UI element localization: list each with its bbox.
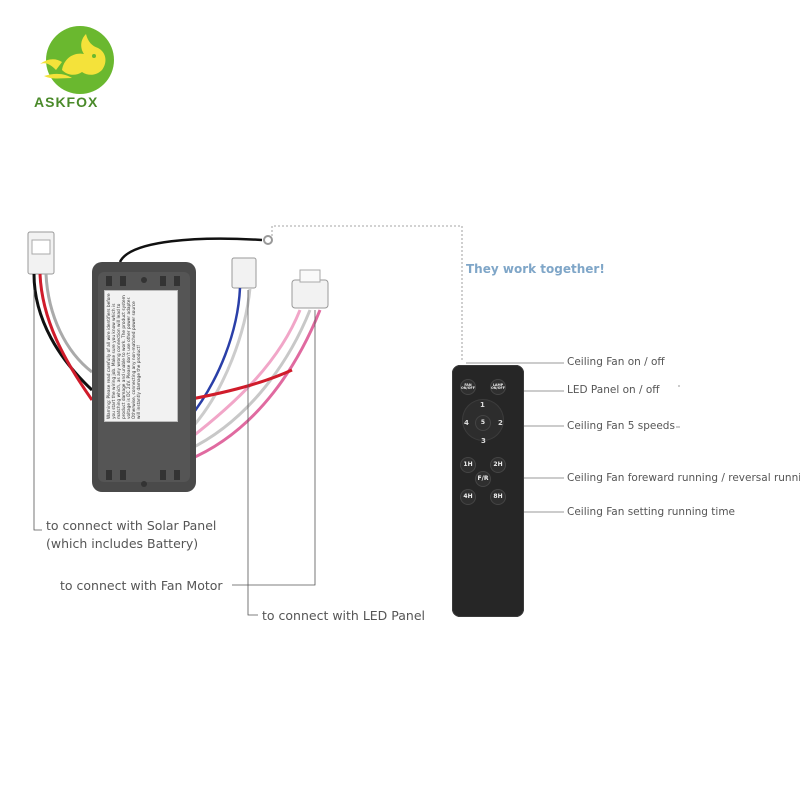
speed-1-button[interactable]: 1 <box>480 401 485 409</box>
remote-control: FAN ON/OFF LAMP ON/OFF 1 4 2 3 5 1H 2H F… <box>452 365 524 617</box>
fan-onoff-button[interactable]: FAN ON/OFF <box>460 379 476 395</box>
warning-text: Warning: Please read carefully of all wi… <box>107 293 142 419</box>
label-solar-panel-note: (which includes Battery) <box>46 536 199 551</box>
callout-forward-reverse: Ceiling Fan foreward running / reversal … <box>567 472 800 484</box>
speed-3-button[interactable]: 3 <box>481 437 486 445</box>
timer-2h-button[interactable]: 2H <box>490 457 506 473</box>
callout-speeds: Ceiling Fan 5 speeds <box>567 420 675 432</box>
headline: They work together! <box>466 262 605 276</box>
brand-logo <box>40 24 120 94</box>
callout-fan-onoff: Ceiling Fan on / off <box>567 356 665 368</box>
callout-led-onoff: LED Panel on / off <box>567 384 660 396</box>
warning-label: Warning: Please read carefully of all wi… <box>104 290 178 422</box>
speed-4-button[interactable]: 4 <box>464 419 469 427</box>
label-solar-panel: to connect with Solar Panel <box>46 518 217 533</box>
timer-4h-button[interactable]: 4H <box>460 489 476 505</box>
brand-name: ASKFOX <box>34 94 99 110</box>
forward-reverse-button[interactable]: F/R <box>475 471 491 487</box>
lamp-onoff-button[interactable]: LAMP ON/OFF <box>490 379 506 395</box>
timer-1h-button[interactable]: 1H <box>460 457 476 473</box>
speed-2-button[interactable]: 2 <box>498 419 503 427</box>
speed-5-button[interactable]: 5 <box>475 415 491 431</box>
label-led-panel: to connect with LED Panel <box>262 608 426 623</box>
timer-8h-button[interactable]: 8H <box>490 489 506 505</box>
controller-box: Warning: Please read carefully of all wi… <box>92 262 196 492</box>
callout-timer: Ceiling Fan setting running time <box>567 506 736 518</box>
label-fan-motor: to connect with Fan Motor <box>60 578 223 593</box>
